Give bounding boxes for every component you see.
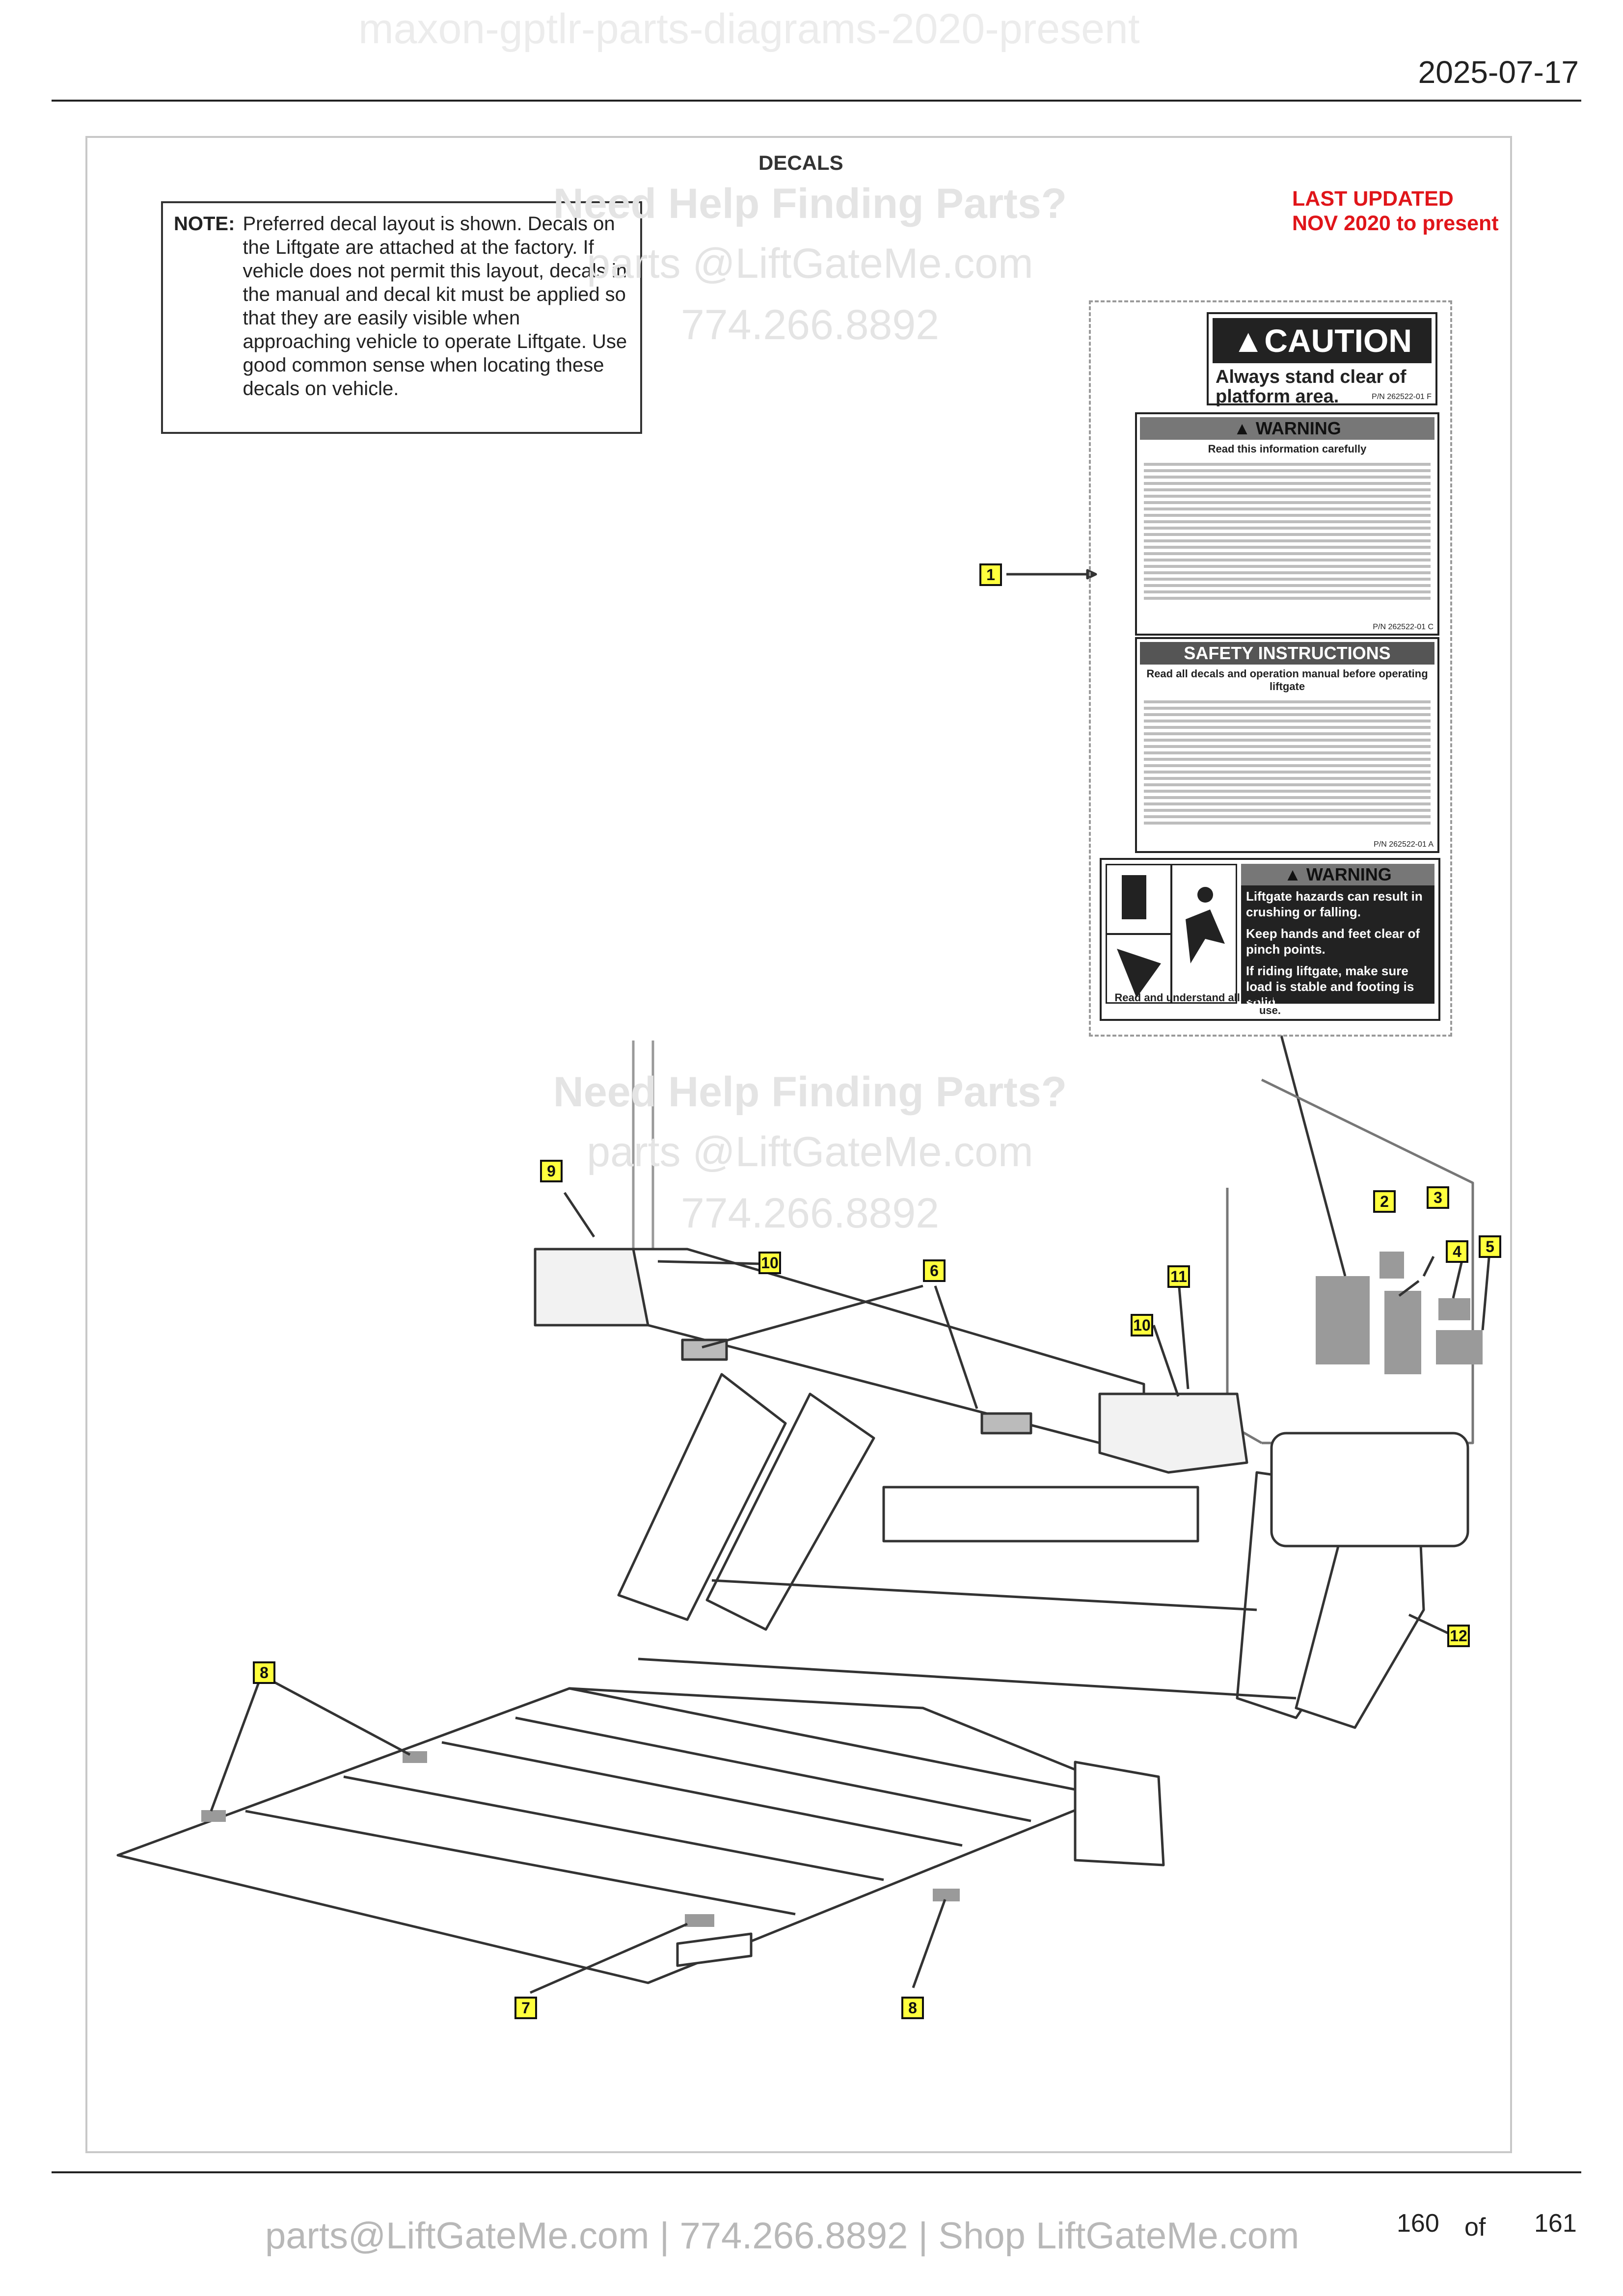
last-updated-stamp: LAST UPDATED NOV 2020 to present — [1292, 187, 1499, 236]
warning2-footer: Read and understand all instructions and… — [1114, 991, 1426, 1016]
watermark-help-text: Need Help Finding Parts? — [553, 180, 1067, 227]
watermark-help-text: Need Help Finding Parts? — [553, 1068, 1067, 1116]
callout-10a: 10 — [758, 1252, 781, 1274]
warning1-title: ▲ WARNING — [1140, 417, 1434, 440]
watermark-phone: 774.266.8892 — [680, 301, 940, 348]
caution-title: ▲CAUTION — [1213, 318, 1432, 363]
safety-part-number: P/N 262522-01 A — [1374, 840, 1434, 849]
caution-decal: ▲CAUTION Always stand clear of platform … — [1207, 312, 1437, 407]
safety-instructions-decal: SAFETY INSTRUCTIONS Read all decals and … — [1135, 637, 1439, 853]
watermark-top: Need Help Finding Parts? parts @LiftGate… — [491, 174, 1129, 356]
callout-4: 4 — [1446, 1240, 1468, 1263]
caution-part-number: P/N 262522-01 F — [1372, 393, 1432, 401]
document-date: 2025-07-17 — [1418, 54, 1579, 90]
last-updated-line1: LAST UPDATED — [1292, 187, 1454, 211]
callout-3: 3 — [1427, 1186, 1449, 1209]
watermark-middle: Need Help Finding Parts? parts @LiftGate… — [491, 1063, 1129, 1244]
warning1-part-number: P/N 262522-01 C — [1373, 623, 1434, 631]
warning2-title: ▲ WARNING — [1241, 864, 1434, 885]
callout-11: 11 — [1167, 1265, 1190, 1288]
warning2-text-3: If riding liftgate, make sure load is st… — [1246, 963, 1414, 1010]
diagram-frame — [85, 136, 1512, 2153]
callout-8a: 8 — [253, 1661, 275, 1684]
callout-2: 2 — [1373, 1190, 1396, 1213]
footer-rule — [52, 2171, 1581, 2173]
crush-hazard-icon — [1107, 865, 1225, 1002]
watermark-email: parts @LiftGateMe.com — [587, 1128, 1033, 1175]
page-current: 160 — [1397, 2209, 1439, 2238]
watermark-email: parts @LiftGateMe.com — [587, 240, 1033, 287]
safety-title: SAFETY INSTRUCTIONS — [1140, 642, 1434, 665]
last-updated-line2: NOV 2020 to present — [1292, 212, 1499, 235]
page-total: 161 — [1534, 2209, 1577, 2238]
callout-5: 5 — [1479, 1235, 1501, 1258]
note-label: NOTE: — [174, 213, 235, 235]
note-box: NOTE: Preferred decal layout is shown. D… — [161, 201, 642, 434]
header-rule — [52, 100, 1581, 102]
footer-contact: parts@LiftGateMe.com | 774.266.8892 | Sh… — [265, 2215, 1299, 2257]
safety-subtitle: Read all decals and operation manual bef… — [1146, 667, 1428, 693]
page-of: of — [1464, 2213, 1486, 2242]
callout-8b: 8 — [901, 1997, 924, 2019]
callout-9: 9 — [540, 1160, 563, 1182]
hazard-pictograms — [1106, 864, 1237, 1004]
warning-decal-1: ▲ WARNING Read this information carefull… — [1135, 412, 1439, 636]
warning2-panel: ▲ WARNING Liftgate hazards can result in… — [1241, 864, 1434, 1010]
diagram-title: DECALS — [758, 151, 843, 174]
warning-decal-2: ▲ WARNING Liftgate hazards can result in… — [1100, 858, 1440, 1021]
note-text: Preferred decal layout is shown. Decals … — [243, 213, 627, 400]
decal-sheet-outline — [1089, 300, 1452, 1037]
warning2-text-2: Keep hands and feet clear of pinch point… — [1246, 926, 1420, 957]
callout-1: 1 — [979, 563, 1002, 586]
safety-fineprint — [1137, 693, 1437, 832]
callout-10b: 10 — [1131, 1314, 1153, 1336]
document-title-watermark: maxon-gptlr-parts-diagrams-2020-present — [358, 5, 1140, 53]
warning1-subtitle: Read this information carefully — [1208, 443, 1367, 455]
warning1-fineprint — [1137, 455, 1437, 607]
warning2-text-1: Liftgate hazards can result in crushing … — [1246, 889, 1423, 919]
caution-text: Always stand clear of platform area. — [1216, 367, 1407, 407]
callout-7: 7 — [514, 1997, 537, 2019]
callout-6: 6 — [923, 1259, 946, 1282]
watermark-phone: 774.266.8892 — [680, 1190, 940, 1237]
callout-12: 12 — [1447, 1625, 1470, 1647]
